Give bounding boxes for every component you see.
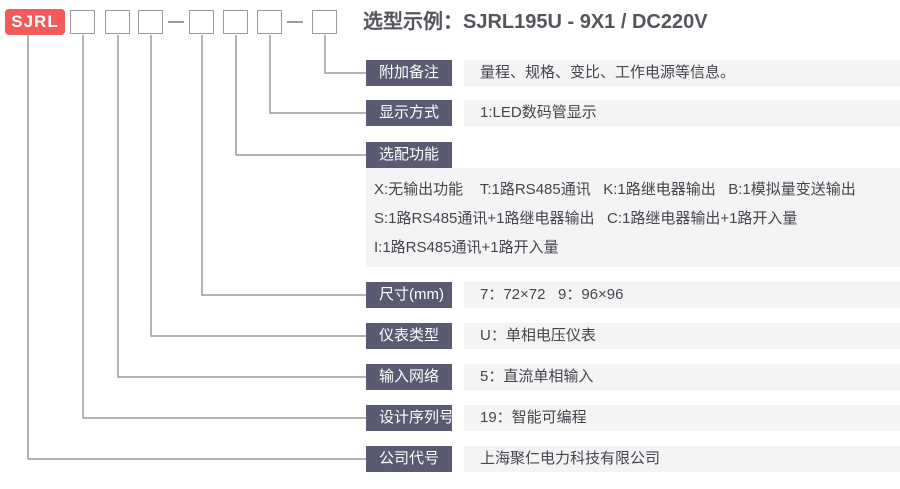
model-code-box-3 [138,10,163,34]
row-type-value: U：单相电压仪表 [464,323,900,349]
row-size-value: 7：72×72 9：96×96 [464,282,900,308]
model-code-box-7 [312,10,337,34]
row-size-label: 尺寸(mm) [366,282,452,308]
model-code-dash-2 [287,21,303,23]
row-company-label: 公司代号 [366,446,452,472]
page-title: 选型示例：SJRL195U - 9X1 / DC220V [363,9,708,35]
model-code-box-2 [105,10,130,34]
row-remark-value: 量程、规格、变比、工作电源等信息。 [464,60,900,86]
row-input-value: 5：直流单相输入 [464,364,900,390]
model-code-dash-1 [168,21,184,23]
optional-functions-list: X:无输出功能 T:1路RS485通讯 K:1路继电器输出 B:1模拟量变送输出… [366,168,900,267]
row-series-label: 设计序列号 [366,405,454,431]
row-company-value: 上海聚仁电力科技有限公司 [464,446,900,472]
row-display-label: 显示方式 [366,100,452,126]
title-label: 选型示例： [363,11,463,33]
title-example: SJRL195U - 9X1 / DC220V [463,11,708,33]
model-code-box-5 [223,10,248,34]
model-code-box-1 [70,10,95,34]
row-type-label: 仪表类型 [366,323,452,349]
optional-line-1: X:无输出功能 T:1路RS485通讯 K:1路继电器输出 B:1模拟量变送输出 [374,181,856,198]
model-code-box-6 [257,10,282,34]
row-optional-label: 选配功能 [366,142,452,168]
optional-line-3: I:1路RS485通讯+1路开入量 [374,239,559,256]
row-remark-label: 附加备注 [366,60,452,86]
row-input-label: 输入网络 [366,364,452,390]
row-series-value: 19：智能可编程 [464,405,900,431]
brand-badge: SJRL [5,9,65,35]
model-code-box-4 [189,10,214,34]
row-display-value: 1:LED数码管显示 [464,100,900,126]
optional-line-2: S:1路RS485通讯+1路继电器输出 C:1路继电器输出+1路开入量 [374,210,798,227]
